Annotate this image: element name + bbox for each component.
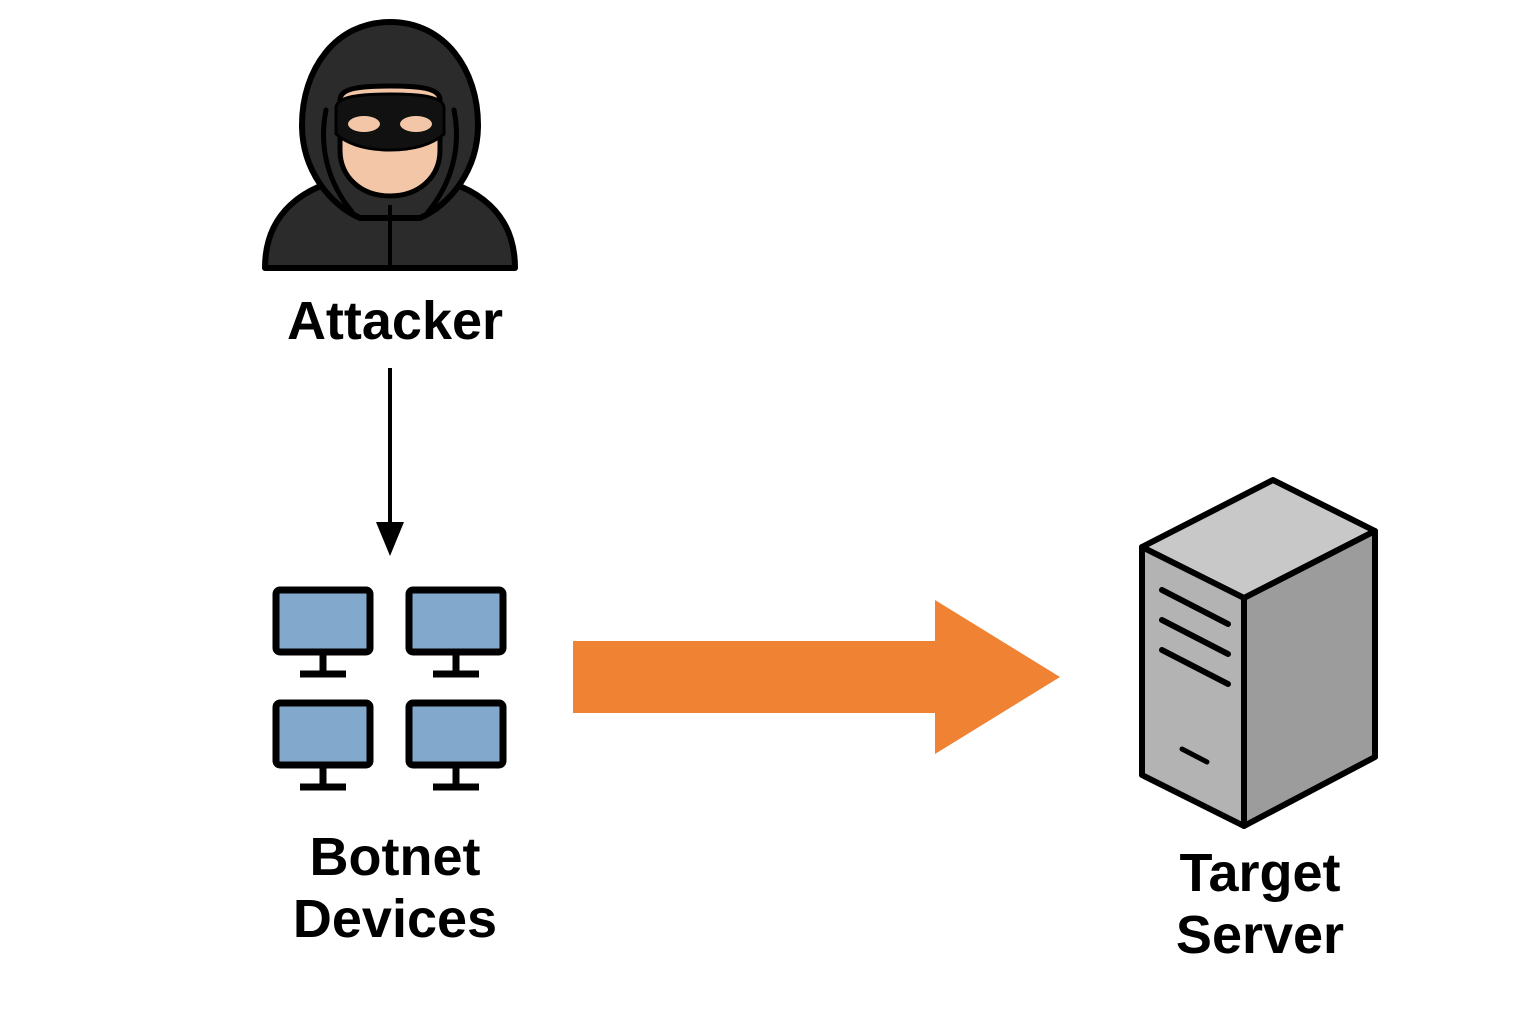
attacker-label: Attacker — [286, 291, 504, 351]
botnet-label-line2: Devices — [292, 889, 498, 949]
server-tower-icon — [1139, 477, 1378, 829]
monitor-icon — [272, 586, 374, 678]
computer-monitors-icon — [272, 586, 507, 791]
monitor-icon — [272, 699, 374, 791]
server-label-line1: Target — [1179, 843, 1341, 903]
attacker-to-botnet-arrow — [376, 368, 404, 556]
target-server-label: Target Server — [1110, 842, 1410, 966]
hooded-hacker-icon — [262, 18, 518, 271]
server-label-line2: Server — [1175, 905, 1345, 965]
botnet-devices-label: Botnet Devices — [240, 826, 550, 950]
botnet-label-line1: Botnet — [309, 827, 481, 887]
botnet-to-target-arrow — [573, 600, 1060, 754]
monitor-icon — [405, 699, 507, 791]
monitor-icon — [405, 586, 507, 678]
